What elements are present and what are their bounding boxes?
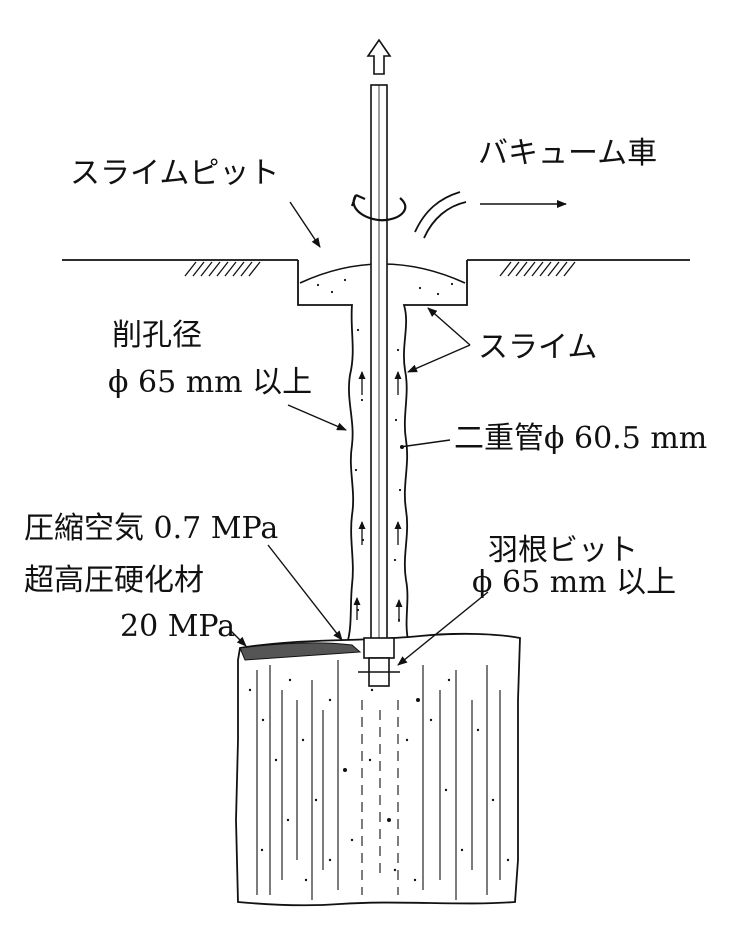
slime-label: スライム xyxy=(478,330,597,365)
double-pipe xyxy=(370,84,388,641)
wing-bit-value: ϕ 65 mm 以上 xyxy=(472,565,676,600)
wing-bit-title: 羽根ビット xyxy=(488,533,638,568)
hardener-title: 超高圧硬化材 xyxy=(24,563,204,598)
vacuum-truck-label: バキューム車 xyxy=(478,136,657,171)
ground-hatching-right xyxy=(499,261,576,277)
bore-diameter-title: 削孔径 xyxy=(112,318,202,353)
pull-up-arrow-icon xyxy=(366,38,392,75)
vacuum-suction-curves xyxy=(414,191,467,239)
ground-hatching-left xyxy=(184,261,261,277)
double-pipe-label: 二重管ϕ 60.5 mm xyxy=(454,421,707,456)
leader-lines xyxy=(229,201,489,666)
hardener-zone xyxy=(239,642,362,661)
stratum-lines xyxy=(256,660,501,900)
compressed-air-label: 圧縮空気 0.7 MPa xyxy=(24,511,278,546)
rotation-arrow-icon xyxy=(350,193,407,222)
hardener-value: 20 MPa xyxy=(120,609,235,644)
bore-diameter-value: ϕ 65 mm 以上 xyxy=(108,365,312,400)
center-flow-lines xyxy=(361,700,399,895)
slime-flow-arrows xyxy=(353,371,403,622)
slime-pit-label: スライムピット xyxy=(70,156,279,191)
wing-bit xyxy=(358,637,400,687)
